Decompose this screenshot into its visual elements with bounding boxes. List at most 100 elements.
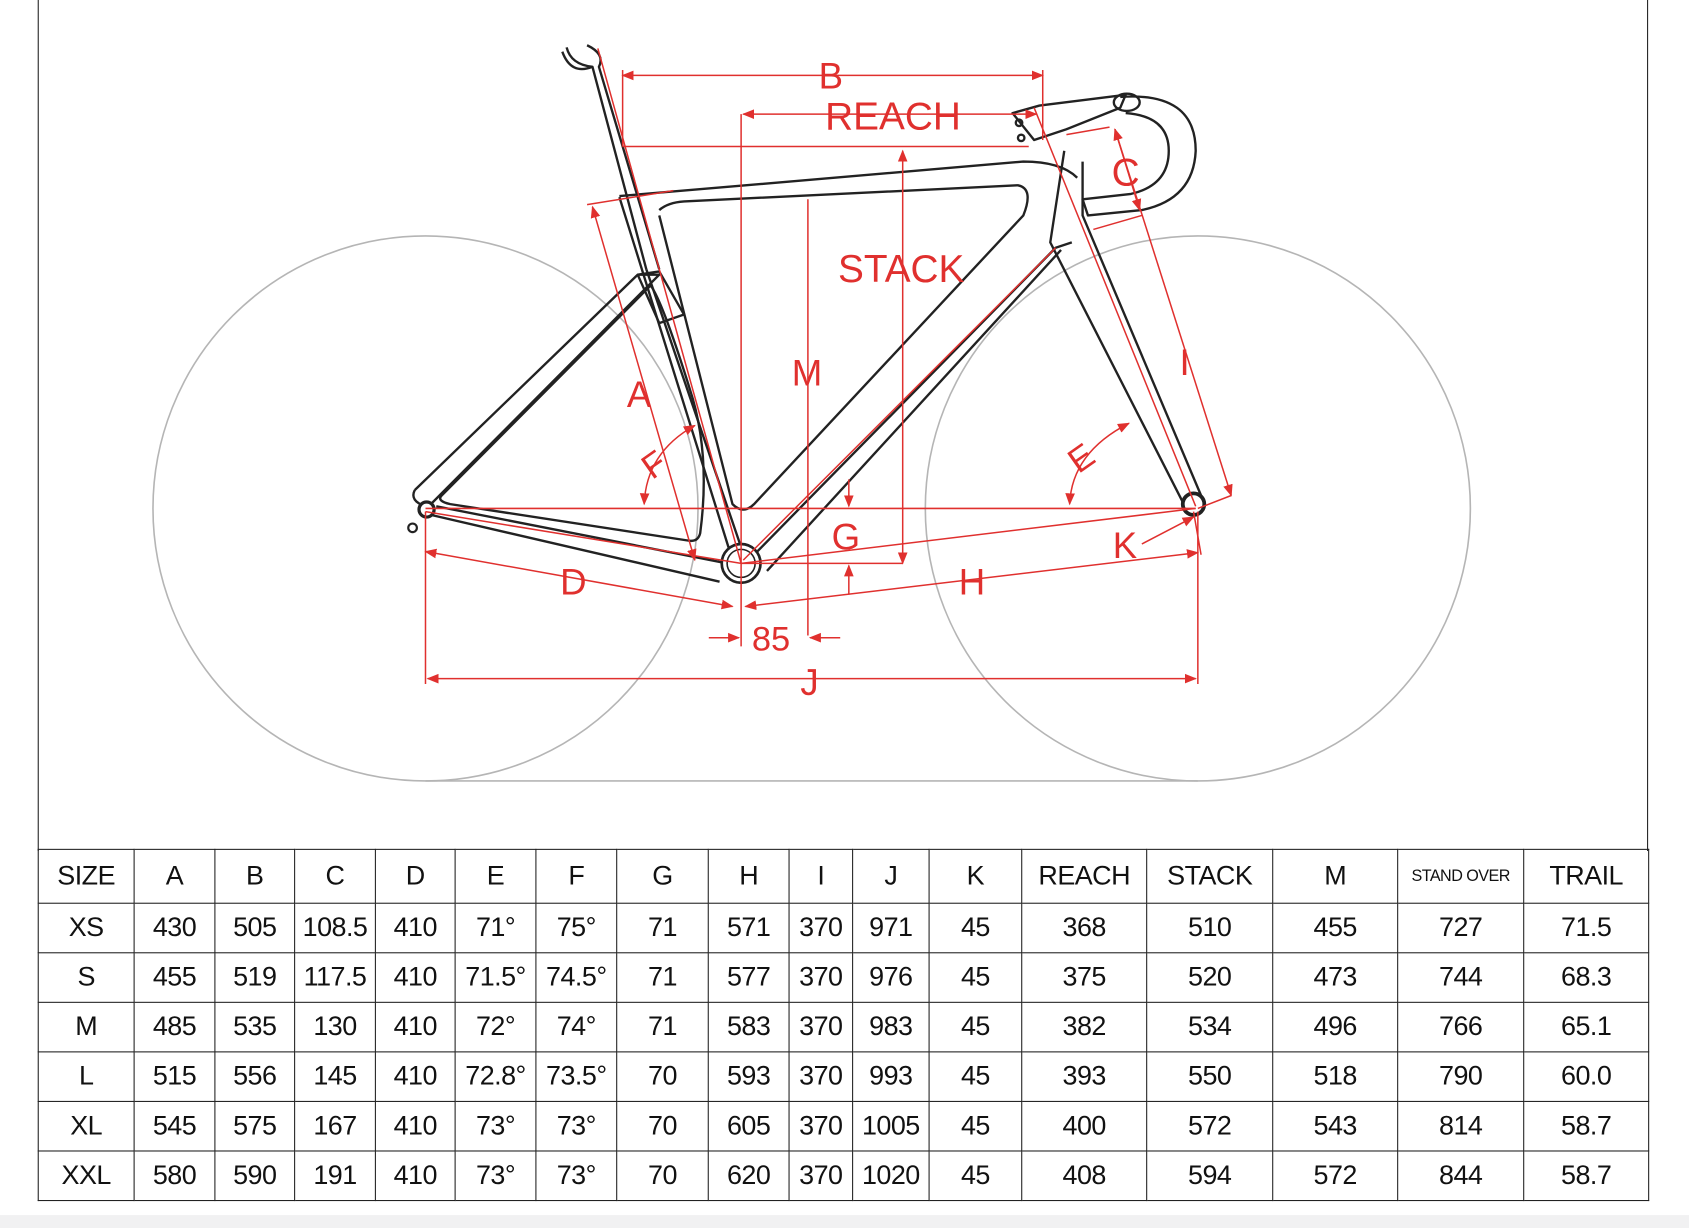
table-cell: 74° <box>535 1001 618 1053</box>
column-header-i: I <box>788 848 854 904</box>
bottom-band <box>0 1215 1689 1228</box>
table-cell: 68.3 <box>1523 952 1650 1003</box>
label-a: A <box>627 374 652 415</box>
table-cell: 550 <box>1146 1051 1274 1102</box>
label-b: B <box>819 55 843 96</box>
table-cell: 571 <box>707 902 790 954</box>
down-tube-axis <box>742 247 1057 561</box>
table-cell: 455 <box>1272 902 1399 954</box>
table-cell: 130 <box>294 1001 376 1053</box>
label-c: C <box>1112 151 1140 194</box>
table-cell: 65.1 <box>1523 1001 1650 1053</box>
table-cell: 410 <box>374 902 456 954</box>
column-header-stack: STACK <box>1146 848 1274 904</box>
table-cell: 518 <box>1272 1051 1399 1102</box>
table-cell: 74.5° <box>535 952 618 1003</box>
table-cell: 370 <box>788 1001 854 1053</box>
table-cell: 72.8° <box>454 1051 537 1102</box>
table-cell: 70 <box>616 1150 709 1202</box>
label-i: I <box>1180 342 1190 383</box>
label-k: K <box>1113 525 1137 566</box>
column-header-trail: TRAIL <box>1523 848 1650 904</box>
table-cell: 543 <box>1272 1100 1399 1152</box>
table-cell: 45 <box>928 902 1023 954</box>
dim-c <box>1114 129 1142 212</box>
table-cell: 393 <box>1021 1051 1148 1102</box>
table-cell: 971 <box>852 902 930 954</box>
column-header-m: M <box>1272 848 1399 904</box>
table-cell: 545 <box>133 1100 216 1152</box>
dim-h <box>744 549 1200 610</box>
table-cell: 455 <box>133 952 216 1003</box>
rear-dropout <box>417 500 436 519</box>
table-cell: 515 <box>133 1051 216 1102</box>
column-header-a: A <box>133 848 216 904</box>
table-cell: 814 <box>1397 1100 1525 1152</box>
brake-hood <box>1112 92 1141 113</box>
table-cell: 572 <box>1146 1100 1274 1152</box>
size-cell: XL <box>37 1100 135 1152</box>
table-cell: 167 <box>294 1100 376 1152</box>
table-cell: 790 <box>1397 1051 1525 1102</box>
column-header-size: SIZE <box>37 848 135 904</box>
headset-bolt <box>1014 118 1024 128</box>
bike-geometry-diagram: B REACH C STACK M A F E I G K H D 85 J <box>152 44 1472 782</box>
table-cell: 45 <box>928 1100 1023 1152</box>
table-cell: 400 <box>1021 1100 1148 1152</box>
frame-border-left <box>37 0 39 851</box>
table-cell: 370 <box>788 902 854 954</box>
table-cell: 408 <box>1021 1150 1148 1202</box>
table-cell: 60.0 <box>1523 1051 1650 1102</box>
table-cell: 744 <box>1397 952 1525 1003</box>
table-cell: 410 <box>374 1100 456 1152</box>
table-cell: 583 <box>707 1001 790 1053</box>
table-cell: 108.5 <box>294 902 376 954</box>
table-cell: 1005 <box>852 1100 930 1152</box>
table-cell: 45 <box>928 1001 1023 1053</box>
table-cell: 575 <box>214 1100 296 1152</box>
table-cell: 370 <box>788 1100 854 1152</box>
table-cell: 368 <box>1021 902 1148 954</box>
column-header-stand-over: STAND OVER <box>1397 848 1525 904</box>
table-cell: 580 <box>133 1150 216 1202</box>
seatpost <box>565 44 661 270</box>
table-cell: 73° <box>454 1150 537 1202</box>
table-cell: 73° <box>535 1100 618 1152</box>
size-cell: L <box>37 1051 135 1102</box>
label-f: F <box>635 444 674 487</box>
table-cell: 375 <box>1021 952 1148 1003</box>
table-cell: 117.5 <box>294 952 376 1003</box>
table-cell: 73° <box>535 1150 618 1202</box>
table-cell: 370 <box>788 1150 854 1202</box>
size-cell: S <box>37 952 135 1003</box>
column-header-e: E <box>454 848 537 904</box>
table-cell: 534 <box>1146 1001 1274 1053</box>
table-cell: 382 <box>1021 1001 1148 1053</box>
dimension-lines <box>424 48 1233 685</box>
label-m: M <box>792 353 823 394</box>
table-cell: 430 <box>133 902 216 954</box>
frame-border-right <box>1647 0 1649 851</box>
table-cell: 535 <box>214 1001 296 1053</box>
table-cell: 145 <box>294 1051 376 1102</box>
table-cell: 410 <box>374 952 456 1003</box>
label-h: H <box>959 562 985 603</box>
dim-d <box>424 548 734 610</box>
table-cell: 594 <box>1146 1150 1274 1202</box>
table-cell: 983 <box>852 1001 930 1053</box>
down-tube <box>753 241 1073 572</box>
table-cell: 496 <box>1272 1001 1399 1053</box>
column-header-g: G <box>616 848 709 904</box>
table-cell: 71.5 <box>1523 902 1650 954</box>
label-stack: STACK <box>838 248 965 291</box>
label-j: J <box>800 662 818 703</box>
table-cell: 45 <box>928 1051 1023 1102</box>
table-cell: 70 <box>616 1100 709 1152</box>
column-header-reach: REACH <box>1021 848 1148 904</box>
